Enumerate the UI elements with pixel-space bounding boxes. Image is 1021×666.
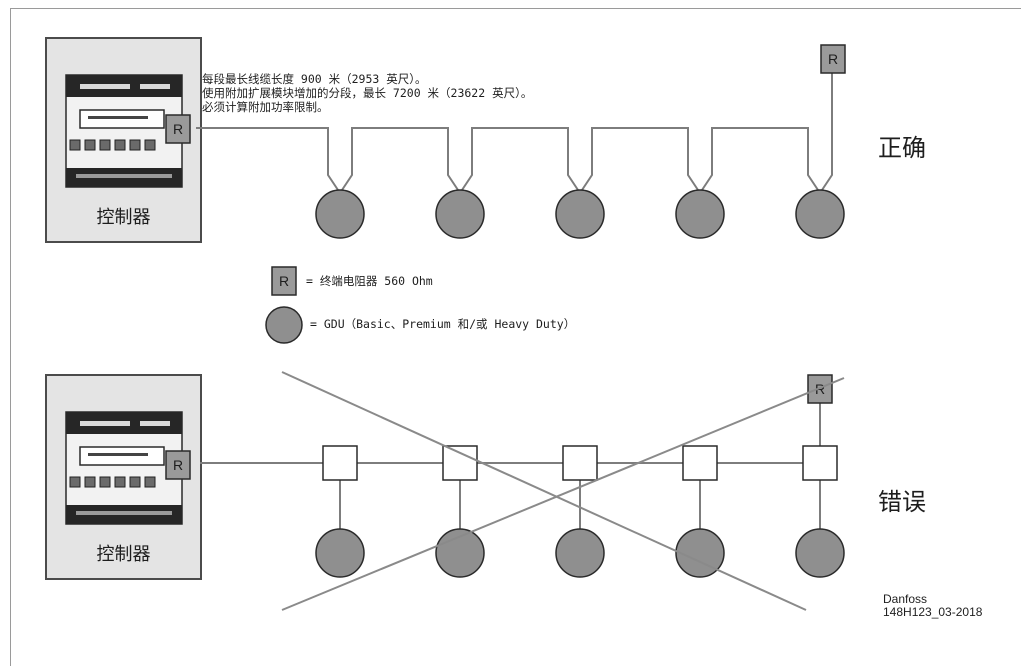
gdu-node: [315, 189, 365, 239]
credit-brand: Danfoss: [883, 592, 928, 606]
cross-out-mark: [281, 371, 845, 611]
resistor-terminal-top: R: [820, 44, 846, 74]
controller-label-correct: 控制器: [96, 207, 151, 228]
gdu-node: [555, 189, 605, 239]
resistor-terminal-bottom: R: [807, 374, 833, 404]
cable-note-3: 必须计算附加功率限制。: [202, 100, 329, 114]
credit-code: 148H123_03-2018: [883, 605, 983, 619]
legend-resistor-symbol: R: [271, 266, 297, 296]
diagram-frame: [10, 8, 1021, 666]
correct-bus-wire: [196, 72, 833, 195]
junction-box: [562, 445, 598, 481]
controller-device-icon: [65, 74, 183, 188]
resistor-controller-bottom: R: [165, 450, 191, 480]
junction-box: [322, 445, 358, 481]
wrong-drop-wires: [339, 402, 821, 530]
resistor-controller-top: R: [165, 114, 191, 144]
gdu-node: [795, 528, 845, 578]
cable-note-2: 使用附加扩展模块增加的分段，最长 7200 米（23622 英尺）。: [202, 86, 533, 100]
verdict-correct: 正确: [878, 134, 926, 162]
controller-label-wrong: 控制器: [96, 544, 151, 565]
verdict-wrong: 错误: [878, 488, 926, 516]
gdu-node: [435, 189, 485, 239]
gdu-node: [675, 528, 725, 578]
resistor-label: R: [173, 121, 183, 137]
junction-box: [802, 445, 838, 481]
gdu-node: [315, 528, 365, 578]
gdu-node: [555, 528, 605, 578]
legend-gdu-text: = GDU（Basic、Premium 和/或 Heavy Duty）: [310, 317, 576, 331]
resistor-label: R: [173, 457, 183, 473]
resistor-label: R: [828, 51, 838, 67]
junction-box: [682, 445, 718, 481]
legend-resistor-text: = 终端电阻器 560 Ohm: [306, 274, 433, 288]
junction-box: [442, 445, 478, 481]
cable-note-1: 每段最长线缆长度 900 米（2953 英尺）。: [202, 72, 427, 86]
legend-gdu-symbol: [265, 306, 303, 344]
gdu-node: [795, 189, 845, 239]
gdu-node: [675, 189, 725, 239]
controller-device-icon: [65, 411, 183, 525]
resistor-label: R: [815, 381, 825, 397]
resistor-label: R: [279, 273, 289, 289]
